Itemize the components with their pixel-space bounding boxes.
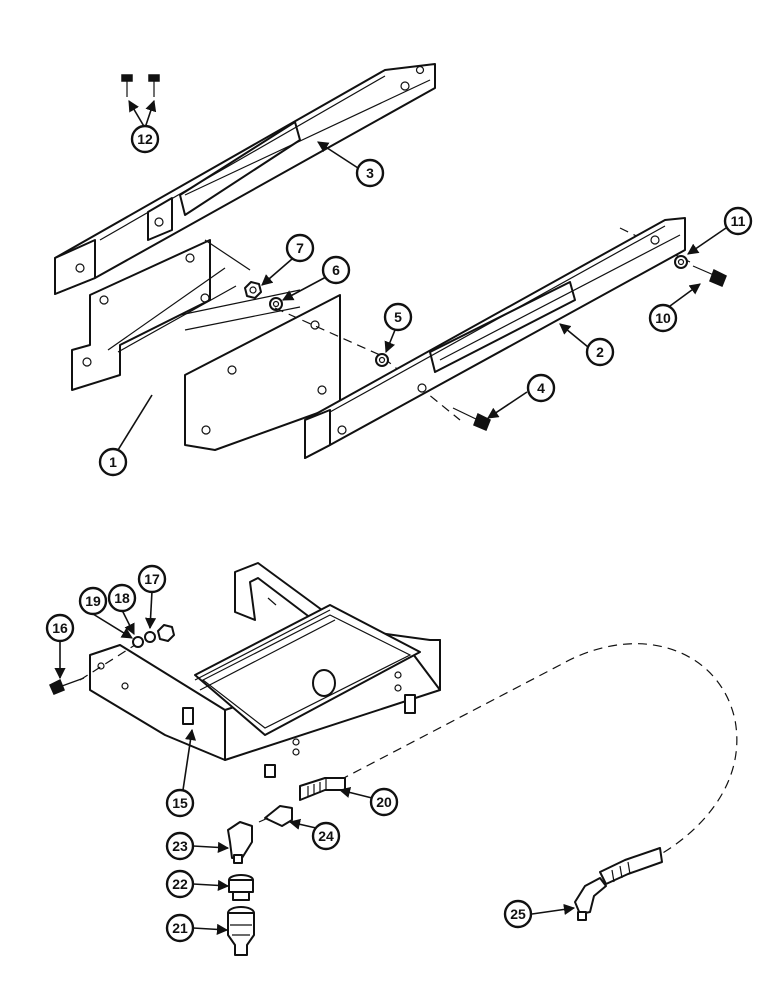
callout-label: 21 (172, 920, 188, 936)
bolt-4 (452, 407, 491, 431)
bolt-10 (692, 265, 727, 287)
coupler-21 (227, 906, 255, 956)
callout-label: 16 (52, 620, 68, 636)
callout-5: 5 (383, 302, 413, 332)
callout-label: 19 (85, 593, 101, 609)
callout-12: 12 (130, 124, 160, 154)
callout-label: 23 (172, 838, 188, 854)
callout-24: 24 (311, 821, 341, 851)
cable-end-fitting-20 (299, 777, 346, 801)
nut (244, 281, 262, 299)
adapter-22 (228, 874, 254, 901)
assembly-axis-line (274, 307, 461, 421)
callout-label: 22 (172, 876, 188, 892)
callout-15: 15 (165, 788, 195, 818)
callout-25: 25 (503, 899, 533, 929)
callout-label: 3 (366, 165, 374, 181)
elbow-fitting-23 (227, 821, 253, 864)
washer-5 (375, 353, 389, 367)
bolt-pair (121, 74, 160, 97)
callout-label: 7 (296, 240, 304, 256)
callout-label: 10 (655, 310, 671, 326)
callout-label: 20 (376, 794, 392, 810)
callout-label: 25 (510, 906, 526, 922)
callout-17: 17 (137, 564, 167, 594)
callout-label: 4 (537, 380, 545, 396)
seat-support-frame (89, 562, 441, 778)
lower-slide-rail (304, 217, 686, 459)
callout-2: 2 (585, 337, 615, 367)
callout-10: 10 (648, 303, 678, 333)
callout-6: 6 (321, 255, 351, 285)
callout-label: 24 (318, 828, 334, 844)
callout-22: 22 (165, 869, 195, 899)
washer-19 (132, 636, 144, 648)
elbow-fitting-25 (574, 877, 607, 921)
callout-19: 19 (78, 586, 108, 616)
callout-20: 20 (369, 787, 399, 817)
callout-18: 18 (107, 583, 137, 613)
callout-label: 11 (731, 213, 746, 229)
callout-21: 21 (165, 913, 195, 943)
bolt-axis-line (79, 644, 136, 681)
callout-label: 6 (332, 262, 340, 278)
callout-23: 23 (165, 831, 195, 861)
cable-loop (339, 643, 738, 861)
callout-7: 7 (285, 233, 315, 263)
callout-1: 1 (98, 447, 128, 477)
washer-11 (674, 255, 688, 269)
bolt-16 (49, 677, 85, 695)
upper-slide-rail (54, 63, 436, 295)
callout-11: 11 (723, 206, 753, 236)
washer (269, 297, 283, 311)
callout-3: 3 (355, 158, 385, 188)
leader-lines (54, 99, 727, 935)
callout-16: 16 (45, 613, 75, 643)
cable-end-fitting-25 (599, 847, 663, 885)
callout-label: 2 (596, 344, 604, 360)
nut-17 (157, 624, 175, 642)
washer-18 (144, 631, 156, 643)
callout-label: 17 (144, 571, 160, 587)
callout-label: 5 (394, 309, 402, 325)
callout-label: 1 (109, 454, 117, 470)
grease-fitting-24 (258, 805, 293, 827)
callout-4: 4 (526, 373, 556, 403)
callout-label: 12 (137, 131, 153, 147)
callout-label: 18 (114, 590, 130, 606)
bracket-frame (71, 239, 341, 451)
callout-label: 15 (172, 795, 188, 811)
